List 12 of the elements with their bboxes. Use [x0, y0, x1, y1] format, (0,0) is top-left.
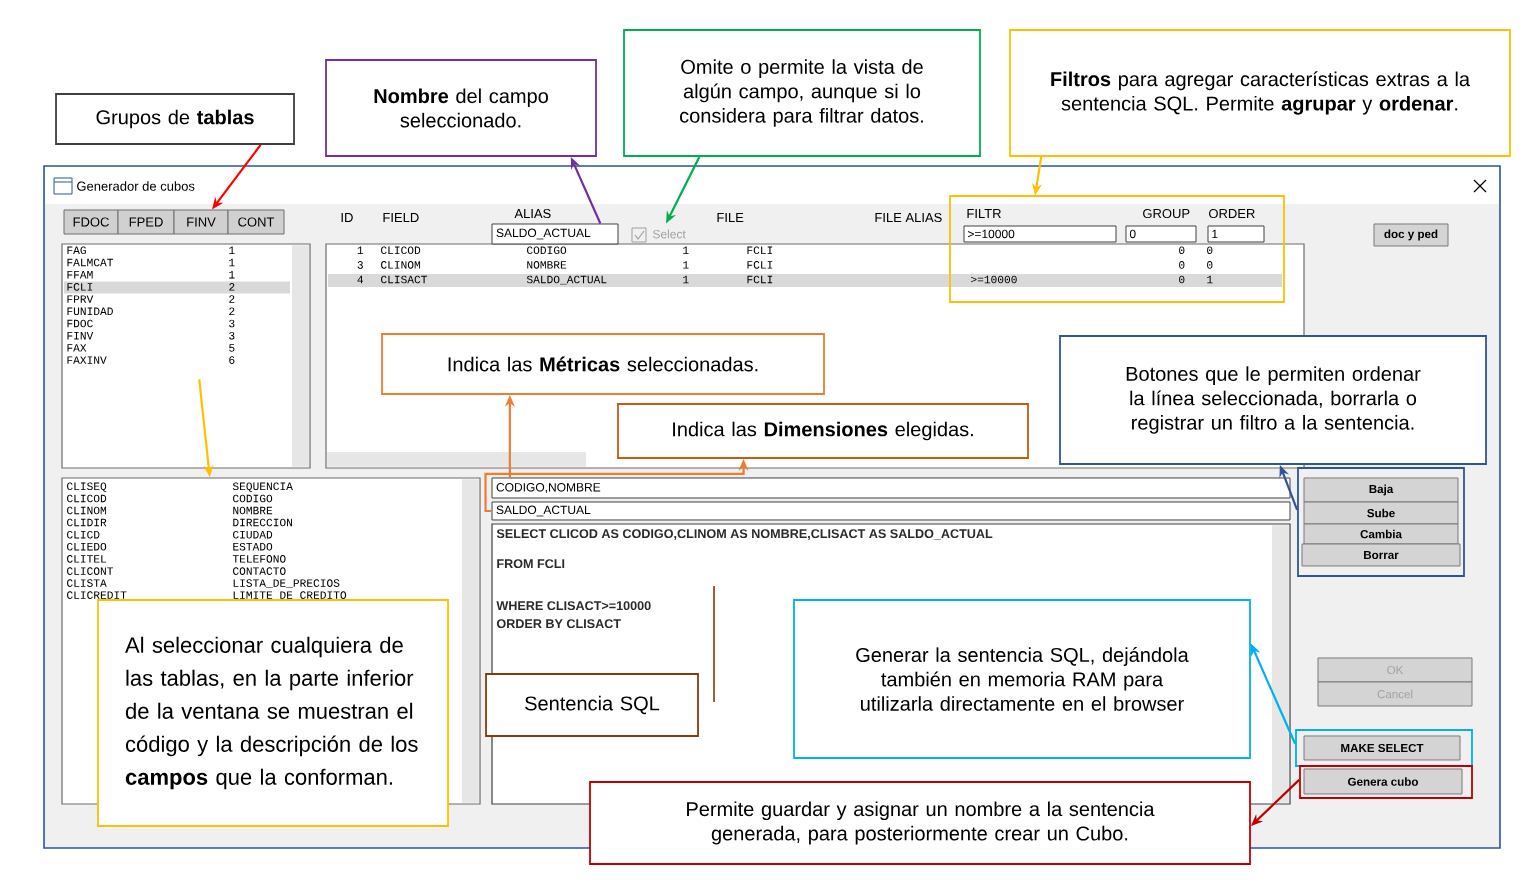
callout-box: Sentencia SQL [485, 673, 699, 737]
callout-box: Generar la sentencia SQL, dejándola también en memoria RAM para utilizarla directamente en el browser [793, 599, 1251, 759]
callout-box: Al seleccionar cualquiera de las tablas, en la parte inferior de la ventana se muestran el código y la descripción de los campos que la conforman. [97, 599, 449, 827]
callout-box: Nombre del campo seleccionado. [325, 59, 597, 157]
callout-box: Botones que le permiten ordenar la línea seleccionada, borrarla o registrar un filtro a la sentencia. [1059, 335, 1487, 465]
highlight-frame [1297, 467, 1465, 577]
callout-box: Filtros para agregar características extras a la sentencia SQL. Permite agrupar y ordenar. [1009, 29, 1511, 157]
callout-box: Grupos de tablas [55, 93, 295, 145]
callout-box: Indica las Dimensiones elegidas. [617, 403, 1029, 459]
callout-box: Permite guardar y asignar un nombre a la sentencia generada, para posteriormente crear un Cubo. [589, 781, 1251, 865]
callout-box: Indica las Métricas seleccionadas. [381, 333, 825, 395]
callout-box: Omite o permite la vista de algún campo, aunque si lo considera para filtrar datos. [623, 29, 981, 157]
